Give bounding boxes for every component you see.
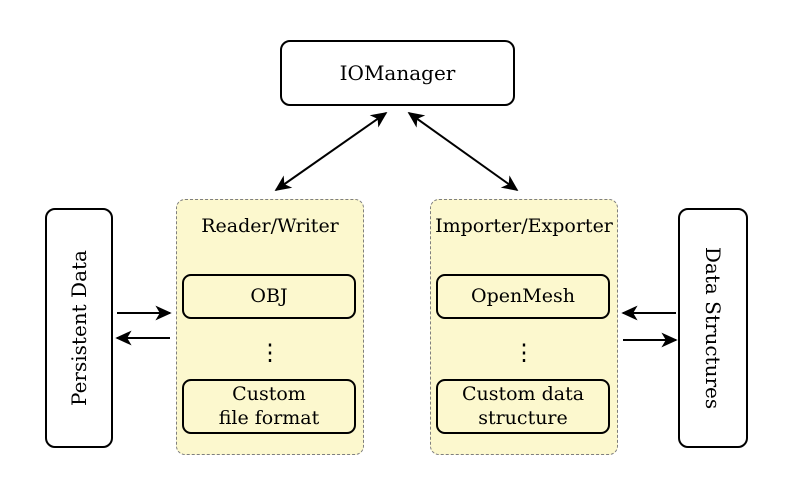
reader-writer-title: Reader/Writer (201, 215, 339, 237)
openmesh-box: OpenMesh (436, 274, 610, 319)
importer-exporter-ellipsis: ⋮ (512, 340, 536, 366)
reader-writer-ellipsis: ⋮ (258, 340, 282, 366)
iomanager-label: IOManager (339, 61, 456, 85)
reader-writer-group: Reader/Writer OBJ ⋮ Custom file format (176, 199, 364, 455)
data-structures-label: Data Structures (701, 246, 725, 410)
iomanager-box: IOManager (280, 40, 515, 106)
obj-box: OBJ (182, 274, 356, 319)
data-structures-box: Data Structures (678, 208, 748, 448)
persistent-data-box: Persistent Data (45, 208, 113, 448)
importer-exporter-title: Importer/Exporter (435, 215, 613, 237)
arrow-iomanager-importerexporter (407, 112, 519, 191)
custom-file-format-box: Custom file format (182, 379, 356, 434)
arrow-iomanager-readerwriter (274, 112, 388, 191)
importer-exporter-group: Importer/Exporter OpenMesh ⋮ Custom data… (430, 199, 618, 455)
custom-data-structure-box: Custom data structure (436, 379, 610, 434)
persistent-data-label: Persistent Data (67, 250, 92, 406)
